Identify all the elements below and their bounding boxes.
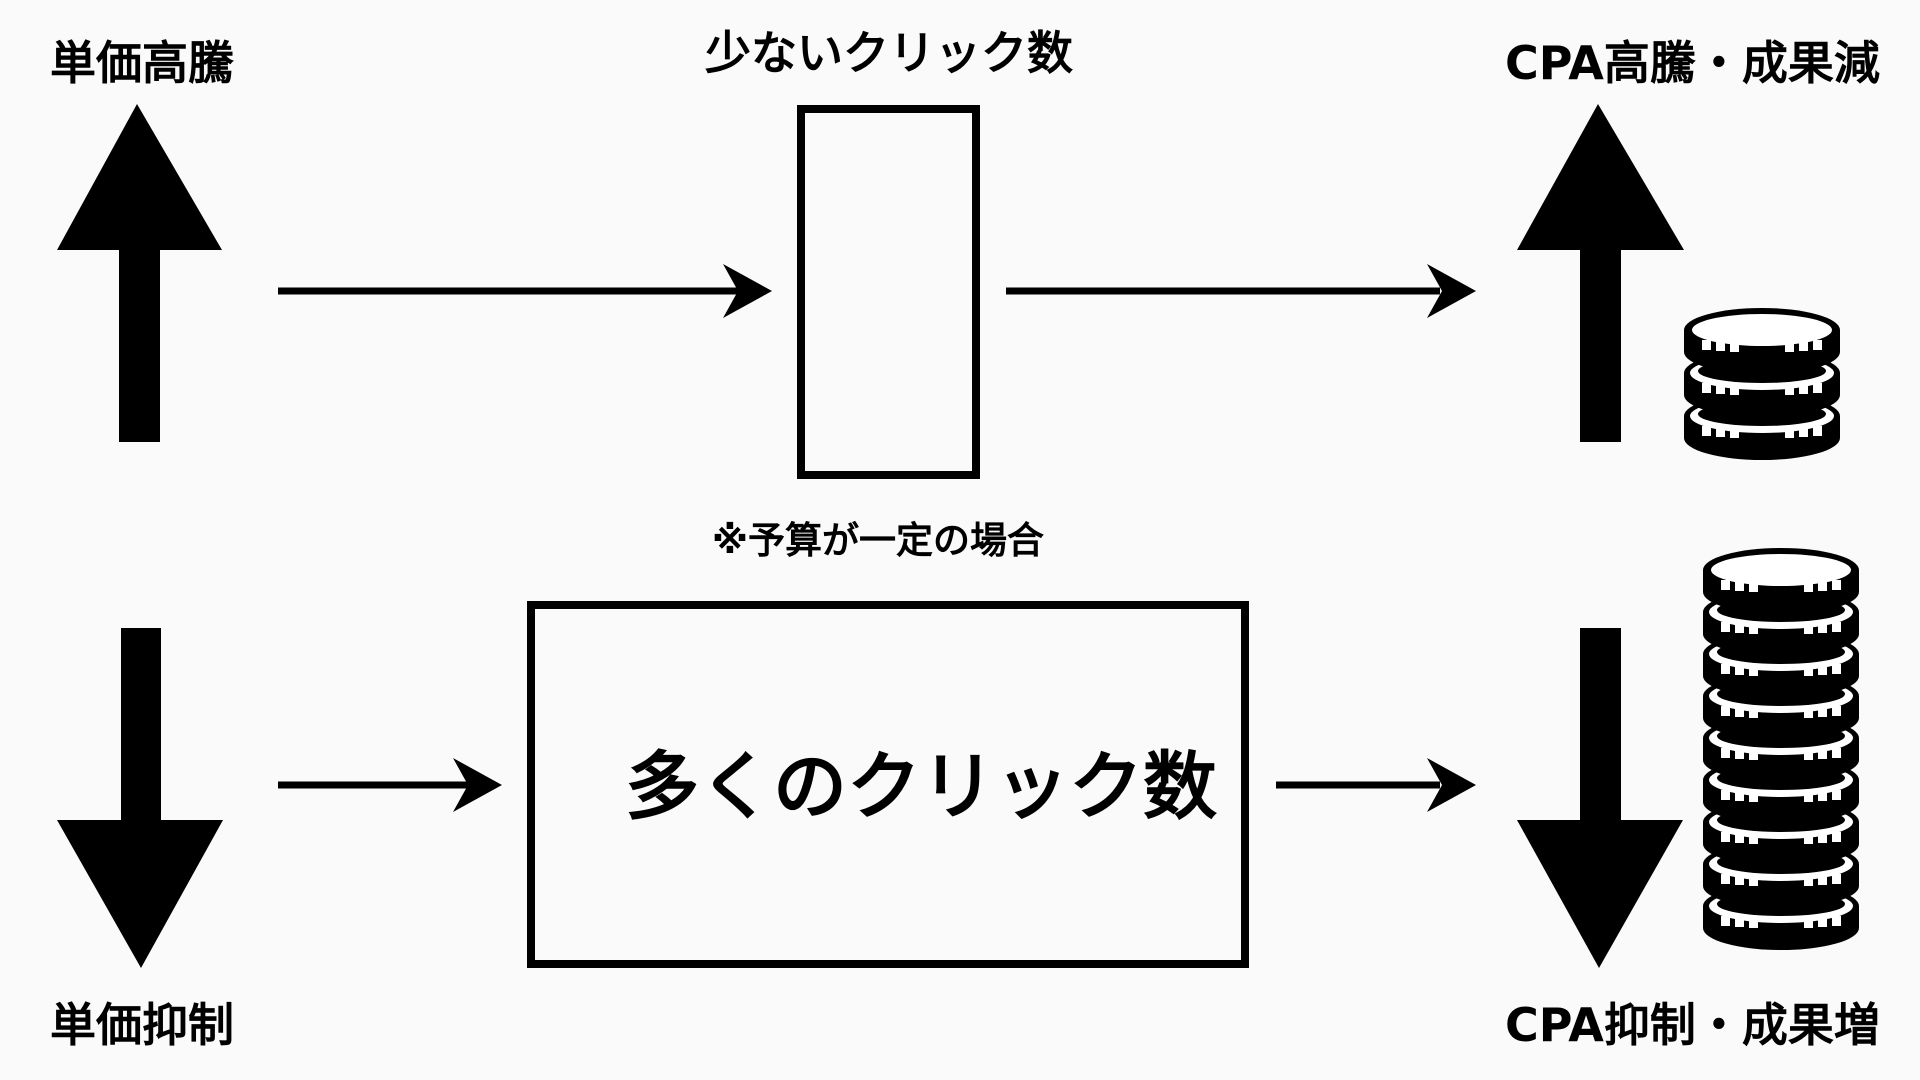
large-click-box <box>527 601 1249 968</box>
large-click-label: 多くのクリック数 <box>625 744 1217 830</box>
flow-arrow <box>278 758 502 812</box>
arrow-up-icon <box>1517 104 1684 442</box>
flow-arrow <box>1276 758 1476 812</box>
flow-arrow <box>1006 264 1476 318</box>
bottom-right-label: CPA抑制・成果増 <box>1505 998 1880 1052</box>
top-right-label: CPA高騰・成果減 <box>1505 36 1880 90</box>
arrow-down-icon <box>57 628 223 968</box>
top-left-label: 単価高騰 <box>50 36 234 90</box>
coin-stack-icon <box>1703 548 1859 950</box>
budget-note: ※予算が一定の場合 <box>712 519 1044 562</box>
coin-stack-icon <box>1684 308 1840 460</box>
bottom-left-label: 単価抑制 <box>50 998 234 1052</box>
small-click-box <box>797 105 980 479</box>
arrow-down-icon <box>1517 628 1683 968</box>
arrow-up-icon <box>57 104 222 442</box>
flow-arrow <box>278 264 772 318</box>
top-center-label: 少ないクリック数 <box>705 26 1073 80</box>
